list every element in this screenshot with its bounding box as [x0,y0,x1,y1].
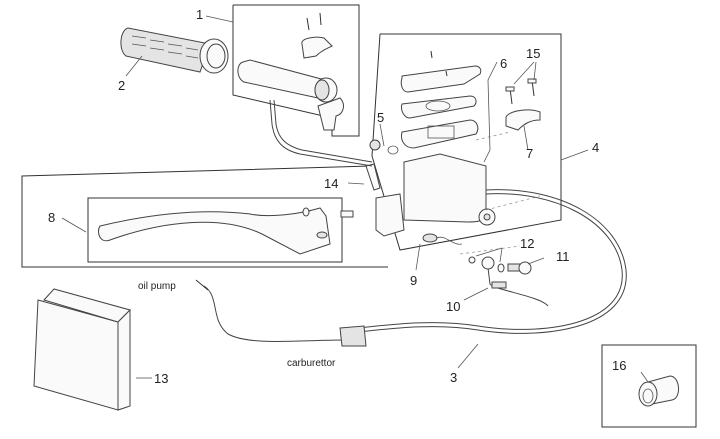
stop-switch-wires [435,236,463,245]
clamp-screw-head-a [505,86,515,92]
callout-1: 1 [196,7,203,22]
loop-cable-2 [339,193,623,331]
clamp [505,109,541,131]
banjo-bolt-head [518,261,532,275]
lever-outer-box [21,165,388,268]
lower-housing [317,97,344,131]
callout-12: 12 [520,236,534,251]
plug-flange [638,381,658,407]
hose-crimp [491,281,507,289]
plug-inner [642,388,654,404]
throttle-cable-upper-2 [273,99,373,163]
group-box-1 [232,4,360,137]
lever-pin [340,210,354,218]
grip-body [120,27,211,73]
callout-10: 10 [446,299,460,314]
reservoir-cover [400,65,482,93]
banjo-bolt-shank [507,263,521,272]
callout-16: 16 [612,358,626,373]
cover-screw-2 [445,70,448,77]
throttle-tube-flange [314,79,330,101]
oil-pump-label: oil pump [138,281,176,292]
callout-6: 6 [500,56,507,71]
mount-bracket [375,193,405,237]
callout-9: 9 [410,273,417,288]
handlebar-grip [120,27,229,74]
callout-8: 8 [48,210,55,225]
master-cylinder-body [403,153,487,223]
brake-lever-group [87,197,354,263]
clamp-screw-head-b [527,78,537,84]
cover-screw [430,50,433,59]
callout-7: 7 [526,146,533,161]
o-ring [387,145,399,155]
stop-switch [422,233,438,243]
pouch [33,288,131,411]
brake-hose [487,267,549,307]
banjo [481,256,495,270]
grip-end-plug-group [601,344,697,428]
throttle-cable-upper [269,99,373,167]
grip-opening [206,43,226,69]
callouts: 1 2 3 4 5 6 7 8 9 10 11 12 13 14 15 16 [48,7,626,386]
lever-bushing [302,207,310,217]
cables [195,99,627,347]
callout-3: 3 [450,370,457,385]
screw-a [306,17,310,31]
carburettor-label: carburettor [287,358,336,369]
washer-b [497,263,505,273]
callout-15: 15 [526,46,540,61]
oil-pump-cable [203,285,345,342]
callout-4: 4 [592,140,599,155]
leader-lines [61,15,649,383]
pivot-bolt [365,163,381,191]
gasket-oring [425,100,451,112]
gasket [401,95,477,119]
group-box-8 [87,197,343,263]
callout-13: 13 [154,371,168,386]
lever-pivot-hole [316,231,328,239]
cylinder-boss-hole [483,213,491,221]
master-cylinder-group [21,33,562,268]
callout-5: 5 [377,110,384,125]
throttle-grip-group [232,4,360,137]
callout-11: 11 [556,249,570,264]
callout-14: 14 [324,176,338,191]
diaphragm-center [427,125,455,139]
pouch-side [117,308,131,411]
diaphragm [401,119,479,149]
loop-cable [339,189,627,335]
washer-a [468,256,476,264]
callout-2: 2 [118,78,125,93]
upper-housing [301,36,333,59]
cap [369,139,381,151]
screw-b [319,12,322,26]
brake-lever [97,207,331,255]
group-box-16 [601,344,697,428]
carb-fitting [339,325,367,347]
group-box-4 [371,33,562,251]
